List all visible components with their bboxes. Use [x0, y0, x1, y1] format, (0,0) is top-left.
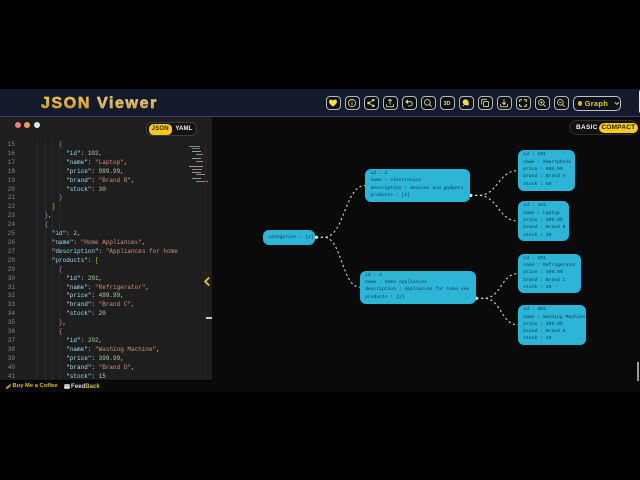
svg-text:3D: 3D [444, 101, 451, 107]
